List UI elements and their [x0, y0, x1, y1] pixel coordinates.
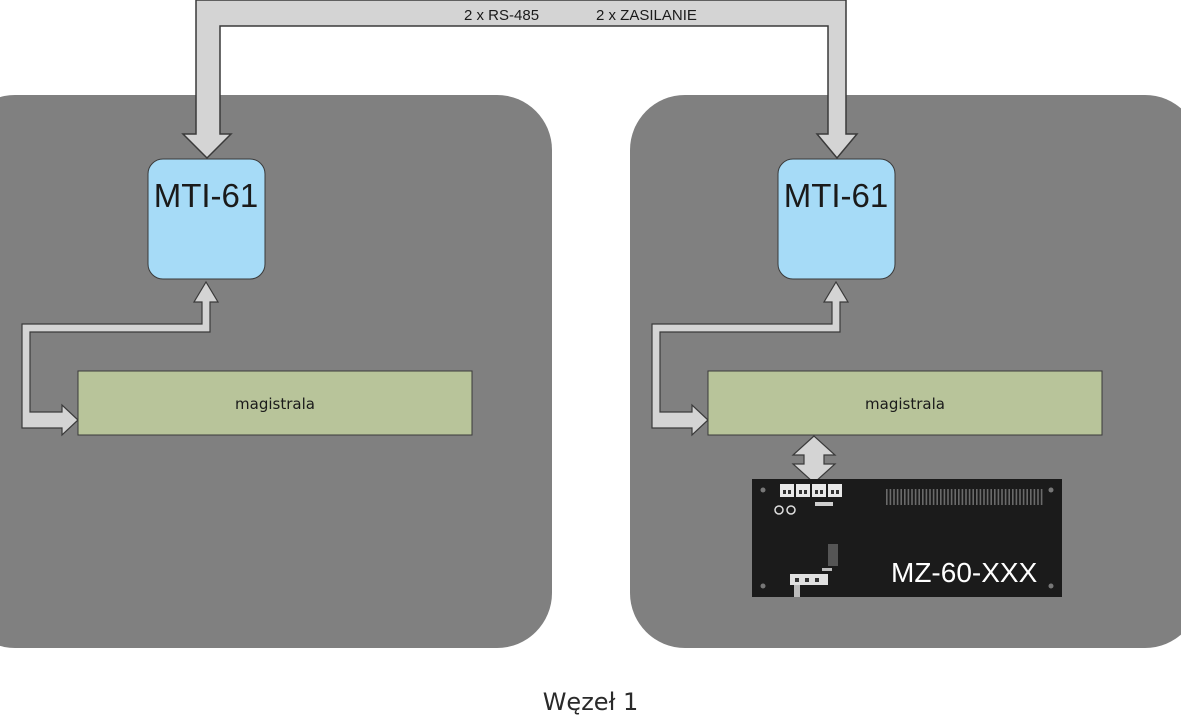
device-vent-slot: [958, 489, 960, 505]
device-vent-slot: [976, 489, 978, 505]
device-vent-slot: [896, 489, 899, 505]
device-vent-slot: [889, 489, 892, 505]
device-vent-slot: [929, 489, 931, 505]
left-bus-loop-arrow: [21, 280, 220, 437]
device-vent-slot: [994, 489, 996, 505]
device-vent-slot: [968, 489, 971, 505]
device-terminal: [780, 484, 794, 497]
device-vent-slot: [1004, 489, 1007, 505]
device-terminal: [828, 484, 842, 497]
device-vent-slot: [1040, 489, 1043, 505]
device-vent-slot: [954, 489, 956, 505]
device-screw: [1048, 487, 1054, 493]
device-vent-slot: [1026, 489, 1028, 505]
device-terminal: [812, 484, 826, 497]
device-terminal-pin: [836, 490, 839, 494]
right-bus-loop-arrow: [651, 280, 850, 437]
device-plug: [794, 585, 800, 597]
right-module-box: [777, 158, 896, 280]
device-vent-slot: [886, 489, 888, 505]
left-bus-label: magistrala: [235, 395, 315, 413]
device-terminal-pin: [783, 490, 786, 494]
device-vent-slot: [1012, 489, 1014, 505]
device-vent-slot: [1037, 489, 1039, 505]
diagram-caption: Węzeł 1: [542, 688, 639, 716]
device-small-part: [815, 502, 833, 506]
device-terminal-pin: [831, 490, 834, 494]
device-vent-slot: [918, 489, 920, 505]
device-vent-slot: [904, 489, 906, 505]
device-screw: [1048, 583, 1054, 589]
left-module-label: MTI-61: [154, 177, 259, 214]
device-vent-slot: [911, 489, 913, 505]
device-mz60: MZ-60-XXX: [752, 479, 1062, 597]
device-jack: [786, 505, 796, 515]
right-bus-box: [707, 370, 1103, 436]
device-vent-slot: [972, 489, 974, 505]
device-terminal-pin: [815, 490, 818, 494]
device-terminal-pin: [804, 490, 807, 494]
right-module-label: MTI-61: [784, 177, 889, 214]
device-vent-slot: [914, 489, 917, 505]
device-vent-slot: [1022, 489, 1025, 505]
left-module-box: [147, 158, 266, 280]
device-small-part: [822, 568, 832, 571]
device-terminal: [796, 484, 810, 497]
device-vent-slot: [1008, 489, 1010, 505]
device-vent-slot: [950, 489, 953, 505]
link-arrow: [181, 0, 859, 160]
device-vent-slot: [907, 489, 910, 505]
device-vent-slot: [932, 489, 935, 505]
device-vent-slot: [990, 489, 992, 505]
left-bus-box: [77, 370, 473, 436]
device-vent-slot: [1015, 489, 1018, 505]
device-vent-slot: [1001, 489, 1003, 505]
device-vent-slot: [900, 489, 902, 505]
device-vent-slot: [979, 489, 982, 505]
device-vent-slot: [925, 489, 928, 505]
device-bottom-connector-pin: [815, 578, 819, 582]
device-screw: [760, 583, 766, 589]
device-bottom-connector-pin: [805, 578, 809, 582]
device-vent-slot: [936, 489, 938, 505]
link-label-power: 2 x ZASILANIE: [596, 7, 697, 24]
device-jack: [774, 505, 784, 515]
device-vent-slot: [922, 489, 924, 505]
device-terminal-pin: [788, 490, 791, 494]
device-label: MZ-60-XXX: [891, 557, 1038, 588]
device-vent-slot: [893, 489, 895, 505]
device-vent-slot: [986, 489, 989, 505]
device-vent-slot: [940, 489, 942, 505]
device-vent-slot: [1019, 489, 1021, 505]
device-vent-grille: [886, 489, 1043, 505]
device-vent-slot: [965, 489, 967, 505]
device-screw: [760, 487, 766, 493]
device-vent-slot: [1030, 489, 1032, 505]
device-vent-slot: [983, 489, 985, 505]
right-bus-label: magistrala: [865, 395, 945, 413]
device-indicator: [828, 544, 838, 566]
device-vent-slot: [997, 489, 1000, 505]
device-vent-slot: [943, 489, 946, 505]
device-vent-slot: [947, 489, 949, 505]
device-terminal-pin: [820, 490, 823, 494]
device-terminal-pin: [799, 490, 802, 494]
device-vent-slot: [1033, 489, 1036, 505]
link-label-rs485: 2 x RS-485: [464, 7, 539, 24]
device-vent-slot: [961, 489, 964, 505]
device-bottom-connector-pin: [795, 578, 799, 582]
